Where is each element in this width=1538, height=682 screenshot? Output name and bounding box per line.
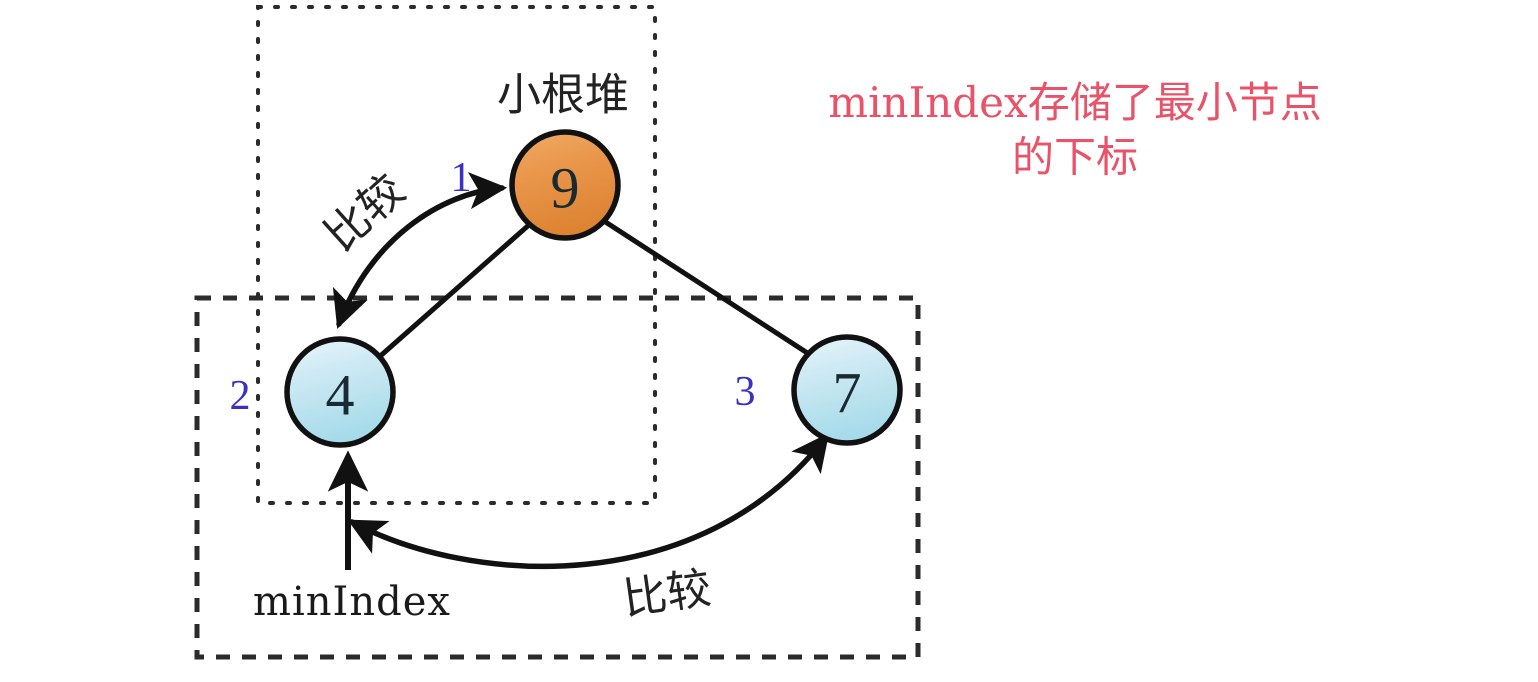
node-index-label-3: 3 — [735, 369, 756, 415]
node-circle-root — [509, 129, 621, 241]
minindex-note: minIndex存储了最小节点 的下标 — [828, 78, 1321, 182]
node-value-root: 9 — [551, 156, 580, 221]
heap-title-label: 小根堆 — [497, 70, 629, 121]
compare-arc-root-left — [332, 172, 508, 329]
heap-node-right[interactable]: 7 — [791, 334, 903, 446]
node-value-left: 4 — [326, 363, 355, 428]
node-index-label-1: 1 — [451, 155, 472, 201]
node-index-label-2: 2 — [230, 373, 251, 419]
minindex-note-cn: 存储了最小节点 — [1028, 78, 1322, 127]
edge-root-to-right — [601, 218, 815, 359]
minindex-pointer-label: minIndex — [253, 579, 451, 625]
minindex-note-code: minIndex — [828, 78, 1028, 127]
minindex-note-line-2: 的下标 — [1012, 133, 1138, 182]
heap-node-left[interactable]: 4 — [284, 336, 396, 448]
node-circle-right — [791, 334, 903, 446]
compare-label-bottom: 比较 — [620, 563, 714, 626]
array-boundary-box — [194, 295, 921, 660]
compare-arc-left-right — [347, 432, 830, 570]
heap-node-root[interactable]: 9 — [509, 129, 621, 241]
node-value-right: 7 — [833, 361, 862, 426]
minindex-note-line-1: minIndex存储了最小节点 — [828, 78, 1321, 127]
node-circle-left — [284, 336, 396, 448]
edge-root-to-left — [375, 221, 533, 361]
compare-label-top: 比较 — [315, 165, 415, 262]
